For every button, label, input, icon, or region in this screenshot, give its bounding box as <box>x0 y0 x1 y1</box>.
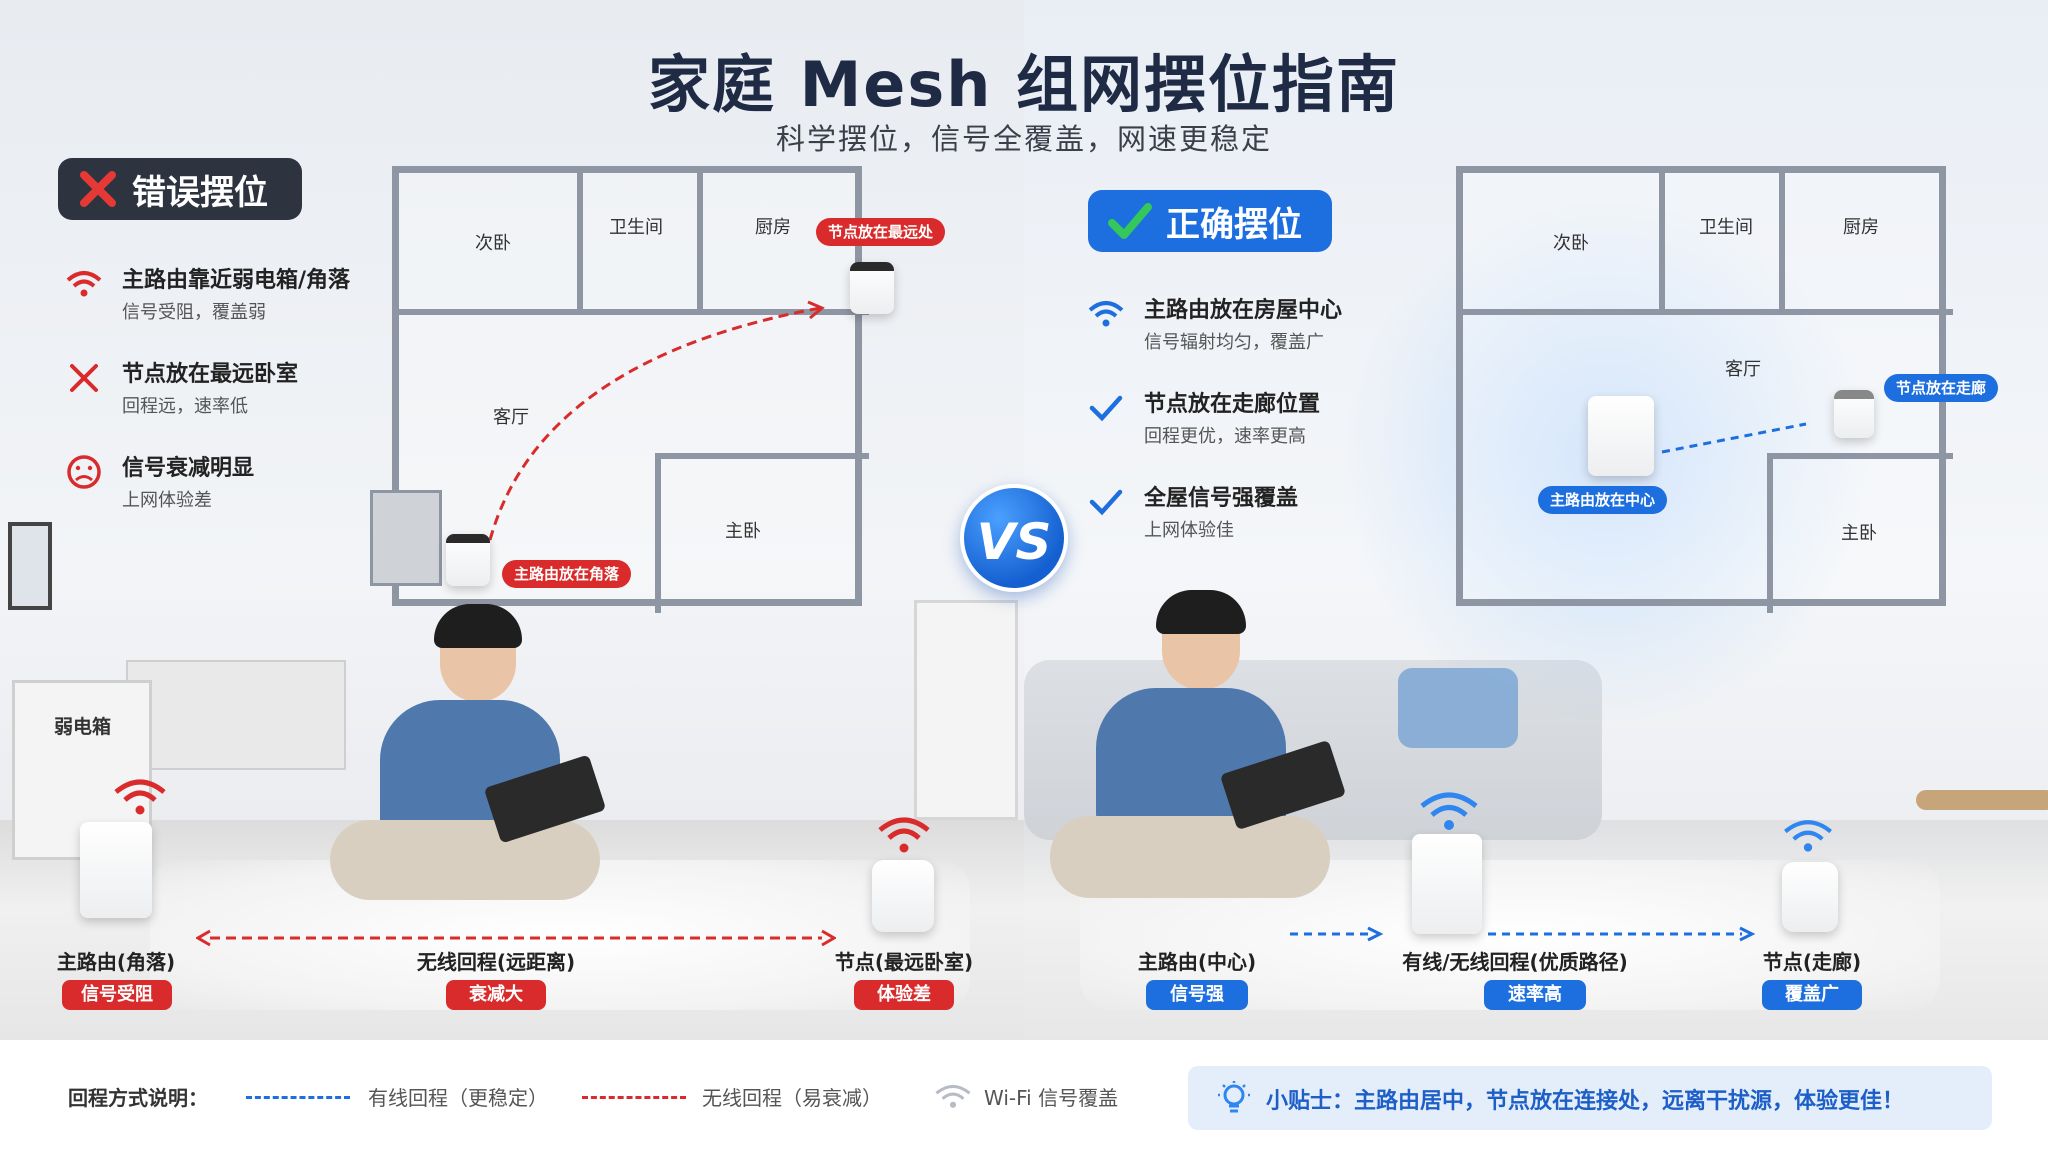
router-tag: 主路由放在角落 <box>502 560 632 588</box>
wireless-legend-label: 无线回程（易衰减） <box>702 1086 882 1110</box>
wireless-backhaul-line <box>196 929 836 947</box>
router-plan-icon <box>1588 396 1654 476</box>
check-icon <box>1086 482 1126 522</box>
caption-label: 主路由(中心) <box>1137 950 1257 974</box>
router-floor-icon <box>80 822 152 918</box>
page-subtitle: 科学摆位，信号全覆盖，网速更稳定 <box>775 122 1272 156</box>
right-tip-desc: 上网体验佳 <box>1144 520 1234 541</box>
cross-icon <box>78 169 118 209</box>
node-plan-icon <box>1834 390 1874 438</box>
wireless-legend-line <box>582 1096 686 1099</box>
caption-pill: 速率高 <box>1484 980 1586 1010</box>
wifi-strong-icon <box>1420 792 1478 830</box>
wrong-badge: 错误摆位 <box>58 158 302 220</box>
vs-badge: VS <box>960 484 1068 592</box>
node-floor-icon <box>1782 862 1838 932</box>
right-tip-title: 主路由放在房屋中心 <box>1144 298 1343 323</box>
room-label: 卫生间 <box>1699 217 1753 238</box>
room-label: 厨房 <box>1843 217 1879 238</box>
wifi-strong-icon <box>1086 294 1126 334</box>
room-label: 卫生间 <box>609 217 663 238</box>
wired-legend-line <box>246 1096 350 1099</box>
wrong-tip-desc: 信号受阻，覆盖弱 <box>122 302 266 323</box>
wrong-tip-desc: 上网体验差 <box>122 490 212 511</box>
legend-title: 回程方式说明： <box>68 1086 208 1110</box>
wifi-weak-icon <box>114 779 166 815</box>
wifi-legend-label: Wi-Fi 信号覆盖 <box>984 1086 1119 1110</box>
wrong-tip-title: 节点放在最远卧室 <box>122 362 299 387</box>
right-tip-title: 节点放在走廊位置 <box>1144 392 1321 417</box>
side-table <box>1916 790 2048 810</box>
caption-pill: 覆盖广 <box>1762 980 1862 1010</box>
router-tag: 主路由放在中心 <box>1538 486 1668 514</box>
room-label: 次卧 <box>475 233 511 254</box>
wired-legend-label: 有线回程（更稳定） <box>368 1086 548 1110</box>
sad-face-icon <box>64 452 104 492</box>
wrong-tip-title: 信号衰减明显 <box>122 456 255 481</box>
sofa-pillow <box>1398 668 1518 748</box>
tip-box: 小贴士：主路由居中，节点放在连接处，远离干扰源，体验更佳！ <box>1188 1066 1992 1130</box>
caption-pill: 信号强 <box>1146 980 1248 1010</box>
wifi-weak-icon <box>64 264 104 304</box>
wall-picture <box>8 522 52 610</box>
room-label: 客厅 <box>493 407 529 428</box>
node-plan-icon <box>850 262 894 314</box>
lightbulb-icon <box>1216 1080 1252 1116</box>
room-label: 主卧 <box>1841 523 1877 544</box>
cabinet <box>126 660 346 770</box>
cross-icon <box>64 358 104 398</box>
caption-pill: 信号受阻 <box>62 980 172 1010</box>
person-right <box>1050 590 1347 906</box>
check-icon <box>1086 388 1126 428</box>
bookshelf <box>914 600 1018 820</box>
caption-pill: 衰减大 <box>446 980 546 1010</box>
room-label: 客厅 <box>1725 359 1761 380</box>
tip-text: 小贴士：主路由居中，节点放在连接处，远离干扰源，体验更佳！ <box>1266 1089 1905 1114</box>
room-label: 主卧 <box>725 521 761 542</box>
check-icon <box>1108 201 1152 241</box>
wired-backhaul-line <box>1290 926 1756 942</box>
right-badge-label: 正确摆位 <box>1166 204 1302 245</box>
right-tip-desc: 回程更优，速率更高 <box>1144 426 1306 447</box>
weak-box-plan <box>370 490 442 586</box>
wifi-strong-icon <box>1784 820 1832 852</box>
room-label: 次卧 <box>1553 233 1589 254</box>
right-floor-plan: 次卧 卫生间 厨房 客厅 主卧 <box>1456 166 1953 613</box>
person-left <box>330 604 607 910</box>
wireless-backhaul-path <box>488 300 825 541</box>
right-tip-title: 全屋信号强覆盖 <box>1144 486 1299 511</box>
right-tip-desc: 信号辐射均匀，覆盖广 <box>1144 332 1324 353</box>
caption-pill: 体验差 <box>854 980 954 1010</box>
page-title: 家庭 Mesh 组网摆位指南 <box>648 48 1400 121</box>
caption-label: 无线回程(远距离) <box>416 950 576 974</box>
caption-label: 节点(走廊) <box>1762 950 1862 974</box>
wifi-weak-icon <box>878 817 930 853</box>
wrong-tip-desc: 回程远，速率低 <box>122 396 248 417</box>
illustration-scene: 家庭 Mesh 组网摆位指南 科学摆位，信号全覆盖，网速更稳定 错误摆位 主路由… <box>0 0 2048 1040</box>
wrong-floor-plan: 次卧 卫生间 厨房 客厅 主卧 <box>392 166 869 613</box>
wifi-icon <box>935 1084 971 1108</box>
wrong-badge-label: 错误摆位 <box>132 172 268 213</box>
node-tag: 节点放在走廊 <box>1884 374 1999 402</box>
caption-label: 节点(最远卧室) <box>834 950 974 974</box>
node-floor-icon <box>872 860 934 932</box>
weak-box-label: 弱电箱 <box>54 716 112 738</box>
router-plan-icon <box>446 534 490 586</box>
room-label: 厨房 <box>755 217 791 238</box>
caption-label: 有线/无线回程(优质路径) <box>1402 950 1628 974</box>
wired-backhaul-path <box>1661 422 1807 454</box>
right-badge: 正确摆位 <box>1088 190 1332 252</box>
wrong-tip-title: 主路由靠近弱电箱/角落 <box>122 268 351 293</box>
node-tag: 节点放在最远处 <box>816 218 946 246</box>
router-floor-icon <box>1412 834 1482 934</box>
caption-label: 主路由(角落) <box>56 950 176 974</box>
